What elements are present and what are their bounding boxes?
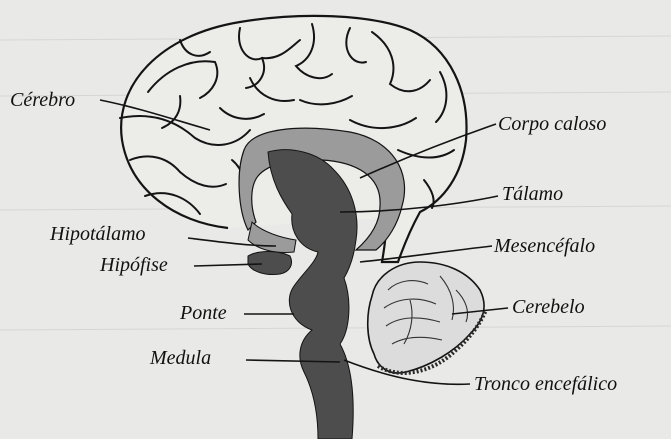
label-corpo-caloso: Corpo caloso xyxy=(498,114,606,134)
label-hipofise: Hipófise xyxy=(100,255,168,275)
pituitary-shape xyxy=(248,252,292,275)
label-ponte: Ponte xyxy=(180,303,227,323)
label-talamo: Tálamo xyxy=(502,184,563,204)
label-medula: Medula xyxy=(150,348,211,368)
label-hipotalamo: Hipotálamo xyxy=(50,224,146,244)
cerebellum-shape xyxy=(368,262,484,373)
hypothalamus-shape xyxy=(248,222,296,253)
label-tronco-encefalico: Tronco encefálico xyxy=(474,374,617,394)
leader-mesencefalo xyxy=(360,246,492,262)
label-cerebelo: Cerebelo xyxy=(512,297,585,317)
brainstem-shape xyxy=(268,150,357,439)
label-cerebro: Cérebro xyxy=(10,90,75,110)
label-mesencefalo: Mesencéfalo xyxy=(494,236,595,256)
